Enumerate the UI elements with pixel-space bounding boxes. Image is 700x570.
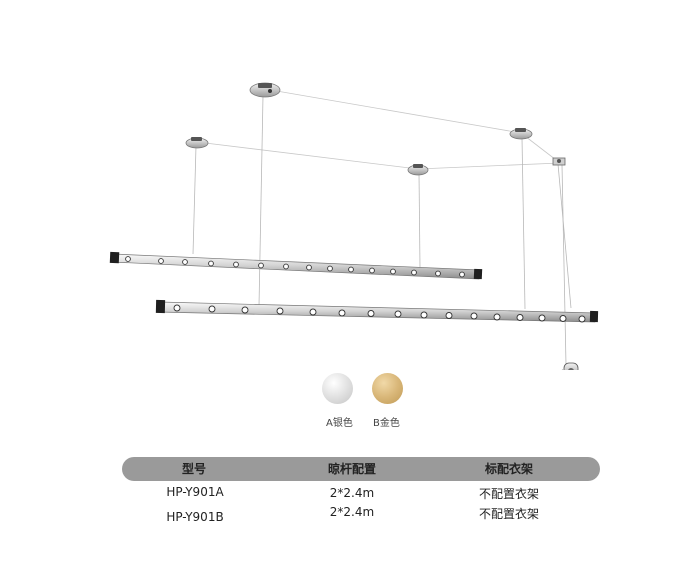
ceiling-mount-1 <box>249 82 281 98</box>
ceiling-mount-2 <box>185 137 209 149</box>
ceiling-mount-4 <box>509 128 533 140</box>
gold-swatch <box>372 373 403 404</box>
row2-bar-config: 2*2.4m <box>329 505 375 519</box>
header-hangers: 标配衣架 <box>484 462 534 476</box>
drying-bar-lower <box>155 299 599 323</box>
corner-pulley-icon <box>552 157 566 166</box>
silver-swatch <box>322 373 353 404</box>
gold-swatch-label: B金色 <box>373 418 400 429</box>
vertical-cables <box>192 95 572 366</box>
row2-model: HP-Y901B <box>166 510 224 524</box>
spec-table-header: 型号 晾杆配置 标配衣架 <box>122 457 600 481</box>
row1-bar-config: 2*2.4m <box>329 486 375 500</box>
row1-hangers: 不配置衣架 <box>478 487 540 501</box>
header-bar-config: 晾杆配置 <box>327 462 377 476</box>
hand-crank-icon <box>561 362 579 370</box>
row2-hangers: 不配置衣架 <box>478 507 540 521</box>
row1-model: HP-Y901A <box>166 485 224 499</box>
drying-bar-upper <box>109 251 483 280</box>
ceiling-mount-3 <box>407 164 429 176</box>
silver-swatch-label: A银色 <box>326 418 353 429</box>
header-model: 型号 <box>181 462 207 476</box>
overhead-cables <box>196 88 561 170</box>
drying-rack-illustration <box>109 82 599 370</box>
